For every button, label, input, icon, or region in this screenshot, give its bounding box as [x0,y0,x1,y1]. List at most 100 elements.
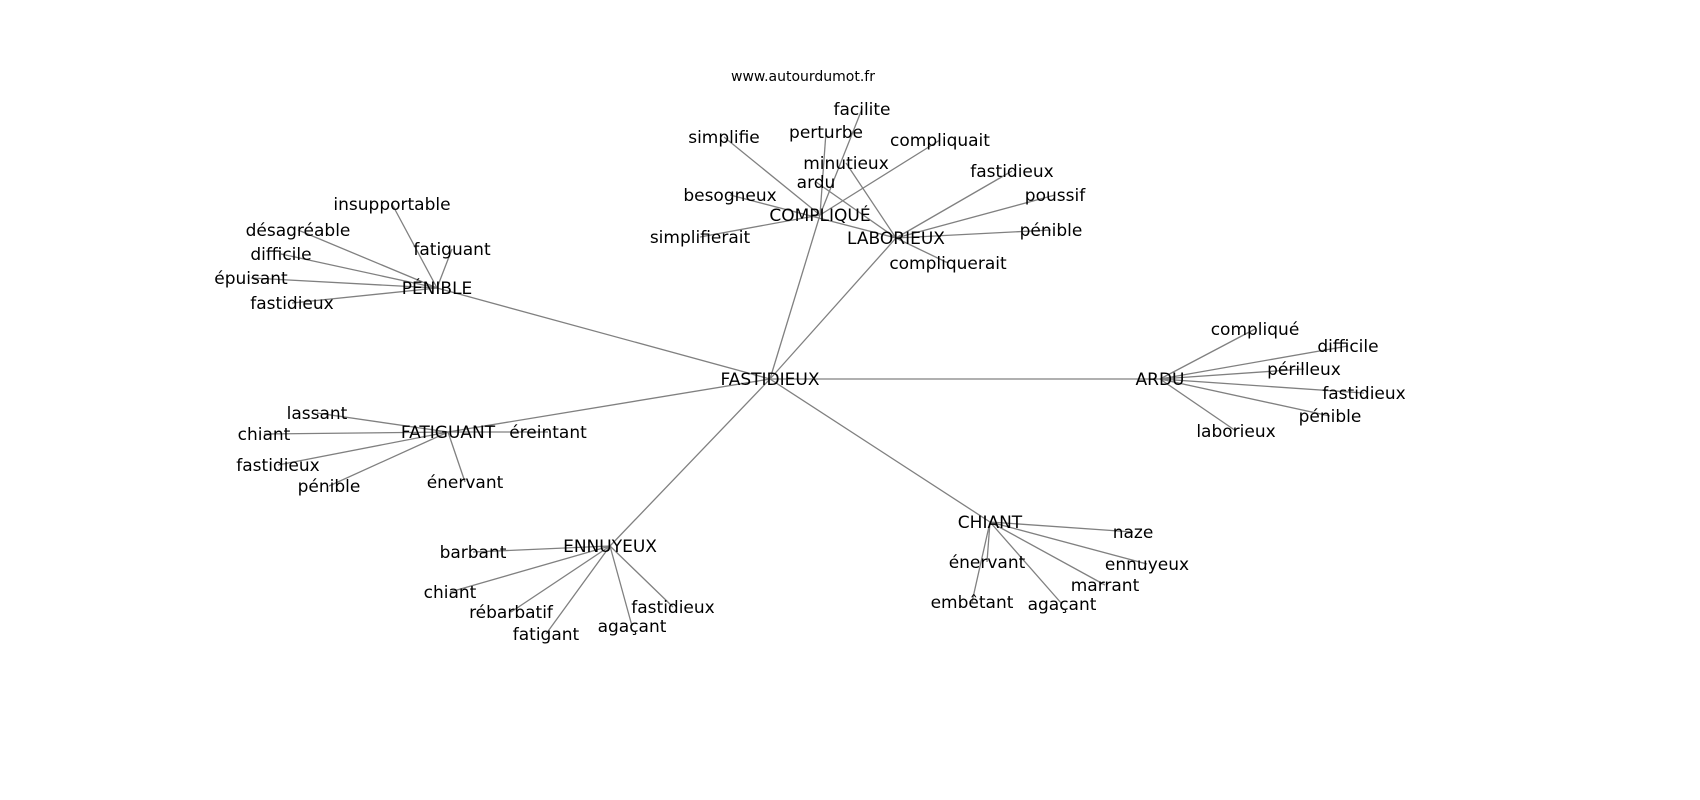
edge-penible-p6 [436,248,453,289]
edge-penible-p3 [280,253,438,289]
node-label-k3[interactable]: facilite [833,100,890,120]
node-label-k1[interactable]: simplifie [688,128,760,148]
node-label-k2[interactable]: perturbe [789,123,863,143]
node-label-f2[interactable]: chiant [238,425,291,445]
node-label-e4[interactable]: fatigant [513,625,580,645]
edge-ennuyeux-e6 [609,545,674,608]
edge-ennuyeux-e1 [472,545,611,553]
edge-penible-p2 [297,229,438,289]
edge-ardu-a1 [1159,328,1256,380]
node-label-f4[interactable]: pénible [298,477,361,497]
edge-ardu-a4 [1159,378,1365,394]
edge-chiant-c6 [986,521,991,563]
node-label-complique[interactable]: COMPLIQUÉ [769,204,870,226]
node-label-fatiguant[interactable]: FATIGUANT [401,423,496,443]
edge-ennuyeux-e5 [609,545,633,627]
edge-fatiguant-f1 [316,412,449,433]
edge-laborieux-l3 [895,229,1052,239]
edge-complique-k8 [699,214,821,238]
node-label-c1[interactable]: naze [1113,523,1154,543]
node-label-c6[interactable]: énervant [949,553,1026,573]
edge-laborieux-l1 [895,170,1013,239]
node-label-ardu[interactable]: ARDU [1136,370,1185,390]
node-label-k7[interactable]: besogneux [683,186,776,206]
node-label-e2[interactable]: chiant [424,583,477,603]
edge-chiant-c2 [989,521,1148,565]
node-label-c3[interactable]: marrant [1071,576,1140,596]
node-label-k6[interactable]: ardu [797,173,836,193]
node-label-e1[interactable]: barbant [440,543,507,563]
edge-laborieux-l2 [895,194,1056,239]
edge-ennuyeux-e4 [545,545,611,635]
node-label-root[interactable]: FASTIDIEUX [721,370,820,390]
edge-complique-k2 [819,131,827,216]
site-title: www.autourdumot.fr [731,69,875,85]
edge-ardu-a2 [1159,345,1349,380]
node-label-c2[interactable]: ennuyeux [1105,555,1189,575]
edge-complique-k3 [819,108,863,216]
node-label-p4[interactable]: épuisant [214,269,288,289]
node-label-a1[interactable]: compliqué [1211,320,1300,340]
node-label-p3[interactable]: difficile [250,245,311,265]
edge-ardu-a3 [1159,368,1305,380]
node-label-k5[interactable]: minutieux [803,154,889,174]
edge-laborieux-k7 [729,194,897,239]
node-label-f6[interactable]: éreintant [509,423,587,443]
edge-penible-p1 [391,203,438,289]
node-label-k4[interactable]: compliquait [890,131,990,151]
edge-penible-p5 [291,287,438,304]
edge-laborieux-l4 [895,237,949,264]
edge-fatiguant-f3 [277,431,449,466]
edge-fatiguant-f2 [263,431,449,435]
node-label-c5[interactable]: embêtant [931,593,1014,613]
edge-chiant-c1 [989,521,1134,533]
node-label-chiant[interactable]: CHIANT [958,513,1023,533]
edge-ennuyeux-e2 [449,545,611,593]
edge-complique-k4 [819,139,941,216]
node-label-e3[interactable]: rébarbatif [469,603,554,623]
edge-root-chiant [769,378,991,523]
node-label-a4[interactable]: fastidieux [1322,384,1405,404]
edge-chiant-c3 [989,521,1106,586]
node-label-l3[interactable]: pénible [1020,221,1083,241]
edge-penible-p4 [250,277,438,289]
edge-ardu-a5 [1159,378,1331,417]
edge-fatiguant-f5 [447,431,466,483]
node-label-f3[interactable]: fastidieux [236,456,319,476]
node-label-p2[interactable]: désagréable [246,221,351,241]
node-label-a5[interactable]: pénible [1299,407,1362,427]
node-label-c4[interactable]: agaçant [1028,595,1097,615]
edge-root-ennuyeux [609,378,771,547]
edge-fatiguant-f4 [328,431,449,487]
edge-complique-k1 [723,136,821,216]
node-label-l2[interactable]: poussif [1025,186,1086,206]
node-label-e6[interactable]: fastidieux [631,598,714,618]
node-label-ennuyeux[interactable]: ENNUYEUX [563,537,657,557]
edge-ardu-a6 [1159,378,1237,432]
node-label-l4[interactable]: compliquerait [889,254,1007,274]
node-label-k8[interactable]: simplifierait [650,228,751,248]
edges-layer [250,108,1365,635]
node-label-a2[interactable]: difficile [1317,337,1378,357]
node-label-p6[interactable]: fatiguant [413,240,491,260]
edge-laborieux-k5 [845,162,897,239]
labels-layer: FASTIDIEUX PÉNIBLE insupportable désagréabl… [214,100,1405,645]
edge-ennuyeux-e3 [510,545,611,613]
node-label-l1[interactable]: fastidieux [970,162,1053,182]
node-label-e5[interactable]: agaçant [598,617,667,637]
node-label-a6[interactable]: laborieux [1196,422,1275,442]
node-label-a3[interactable]: périlleux [1267,360,1341,380]
edge-chiant-c4 [989,521,1063,605]
node-label-p1[interactable]: insupportable [333,195,450,215]
node-label-p5[interactable]: fastidieux [250,294,333,314]
edge-root-laborieux [769,237,897,380]
node-label-f5[interactable]: énervant [427,473,504,493]
node-label-f1[interactable]: lassant [287,404,348,424]
node-label-penible[interactable]: PÉNIBLE [402,277,473,299]
edge-root-complique [769,214,821,380]
node-label-laborieux[interactable]: LABORIEUX [847,229,945,249]
edge-chiant-c5 [971,521,991,603]
edge-laborieux-k6 [815,181,897,239]
